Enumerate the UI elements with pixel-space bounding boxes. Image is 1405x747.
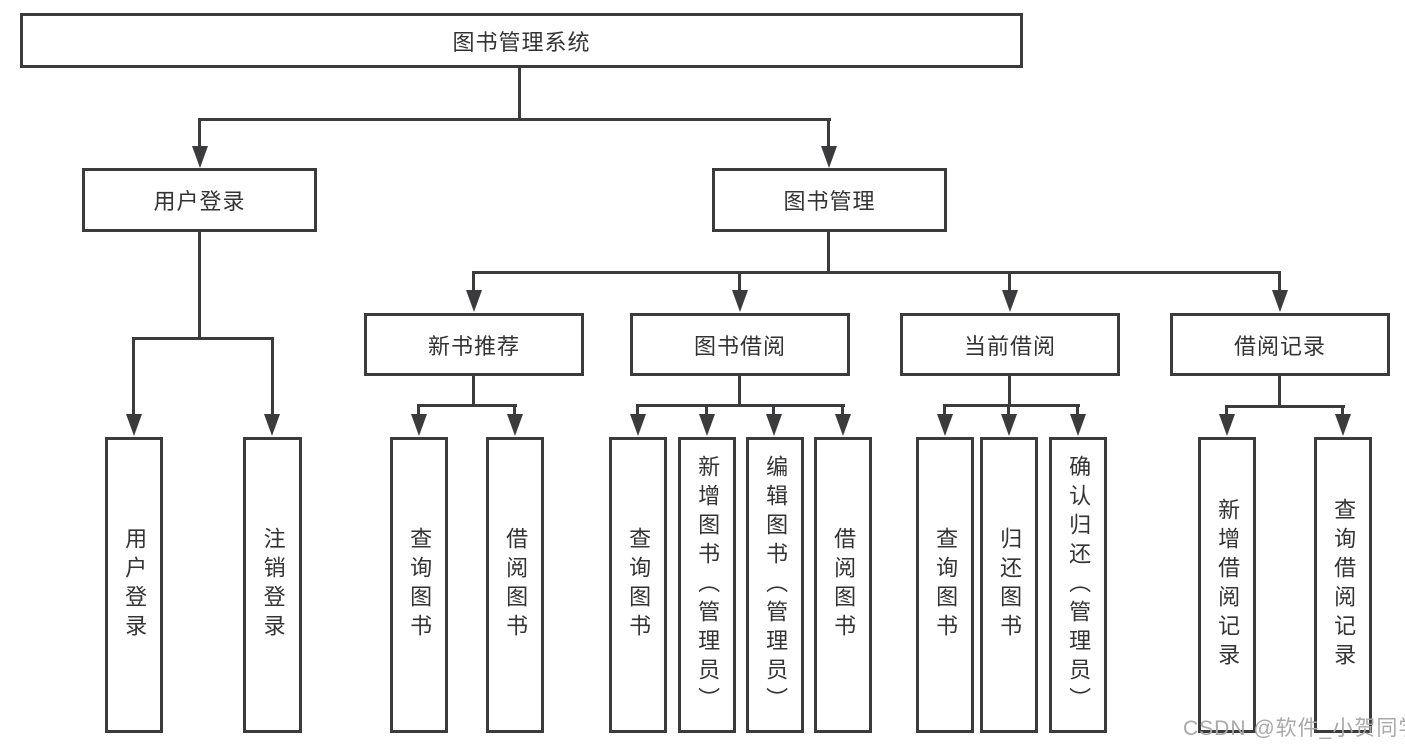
node-add-borrow-record: 新增借阅记录 [1198, 437, 1256, 733]
arrow-to-current-borrowing [1002, 290, 1018, 312]
node-borrow-books: 借阅图书 [814, 437, 872, 733]
node-current-query-books: 查询图书 [916, 437, 974, 733]
arrow-to-logout-leaf [264, 414, 280, 436]
node-borrowing-query-books: 查询图书 [609, 437, 667, 733]
node-newbook-query-books: 查询图书 [390, 437, 448, 733]
connector-current-stub-2 [1007, 404, 1010, 416]
connector-bookmgmt-stub-2 [738, 271, 741, 292]
node-user-login-leaf: 用户登录 [105, 437, 163, 733]
connector-bookmgmt-stub-3 [1008, 271, 1011, 292]
node-add-books-admin: 新增图书（管理员） [678, 437, 736, 733]
connector-userlogin-stub-2 [271, 337, 274, 415]
arrow-to-new-book-recommendation [466, 290, 482, 312]
connector-current-split [943, 404, 1080, 407]
arrow-borrowing-query [630, 414, 646, 436]
connector-newbook-stub-1 [417, 404, 420, 416]
node-new-book-recommendation: 新书推荐 [364, 313, 584, 376]
node-book-management-branch: 图书管理 [712, 168, 947, 232]
arrow-current-confirm [1070, 414, 1086, 436]
connector-records-stem [1278, 376, 1281, 407]
node-newbook-borrow-books: 借阅图书 [486, 437, 544, 733]
node-logout-leaf: 注销登录 [243, 437, 302, 733]
connector-newbook-split [417, 404, 517, 407]
connector-current-stub-3 [1076, 404, 1079, 416]
node-query-borrow-record: 查询借阅记录 [1314, 437, 1372, 733]
arrow-current-query [937, 414, 953, 436]
connector-current-stub-1 [943, 404, 946, 416]
node-return-books: 归还图书 [980, 437, 1038, 733]
node-book-borrowing: 图书借阅 [630, 313, 850, 376]
arrow-to-book-borrowing [732, 290, 748, 312]
connector-records-split [1225, 405, 1345, 408]
connector-bookmgmt-stub-4 [1278, 271, 1281, 292]
node-borrowing-records: 借阅记录 [1170, 313, 1390, 376]
connector-records-stub-2 [1341, 405, 1344, 416]
arrow-to-borrowing-records [1272, 290, 1288, 312]
connector-root-stem [518, 68, 521, 120]
connector-newbook-stem [472, 376, 475, 406]
connector-root-left-stub [198, 118, 201, 148]
arrow-newbook-borrow [507, 414, 523, 436]
node-library-management-system: 图书管理系统 [20, 13, 1023, 68]
arrow-records-query [1335, 414, 1351, 436]
connector-borrowing-stub-4 [841, 404, 844, 416]
arrow-borrowing-add [699, 414, 715, 436]
connector-userlogin-split [132, 337, 274, 340]
arrow-borrowing-edit [766, 414, 782, 436]
connector-userlogin-stub-1 [132, 337, 135, 415]
node-confirm-return-admin: 确认归还（管理员） [1049, 437, 1107, 733]
connector-newbook-stub-2 [513, 404, 516, 416]
arrow-to-user-login-leaf [126, 414, 142, 436]
connector-userlogin-stem [198, 232, 201, 337]
node-current-borrowing: 当前借阅 [900, 313, 1120, 376]
connector-borrowing-stem [738, 376, 741, 406]
arrow-records-add [1219, 414, 1235, 436]
node-user-login-branch: 用户登录 [82, 168, 317, 232]
connector-root-right-stub [827, 118, 830, 148]
connector-bookmgmt-split [472, 271, 1281, 274]
arrow-current-return [1001, 414, 1017, 436]
connector-records-stub-1 [1225, 405, 1228, 416]
connector-bookmgmt-stem [827, 232, 830, 273]
arrow-to-book-management [821, 146, 837, 168]
connector-bookmgmt-stub-1 [472, 271, 475, 292]
connector-borrowing-stub-2 [705, 404, 708, 416]
node-edit-books-admin: 编辑图书（管理员） [746, 437, 804, 733]
arrow-to-user-login [192, 146, 208, 168]
connector-borrowing-split [636, 404, 845, 407]
connector-current-stem [1008, 376, 1011, 406]
csdn-watermark: CSDN @软件_小贺同学 [1183, 717, 1405, 740]
arrow-newbook-query [411, 414, 427, 436]
connector-root-split [198, 118, 831, 121]
connector-borrowing-stub-1 [636, 404, 639, 416]
connector-borrowing-stub-3 [772, 404, 775, 416]
arrow-borrowing-borrow [835, 414, 851, 436]
